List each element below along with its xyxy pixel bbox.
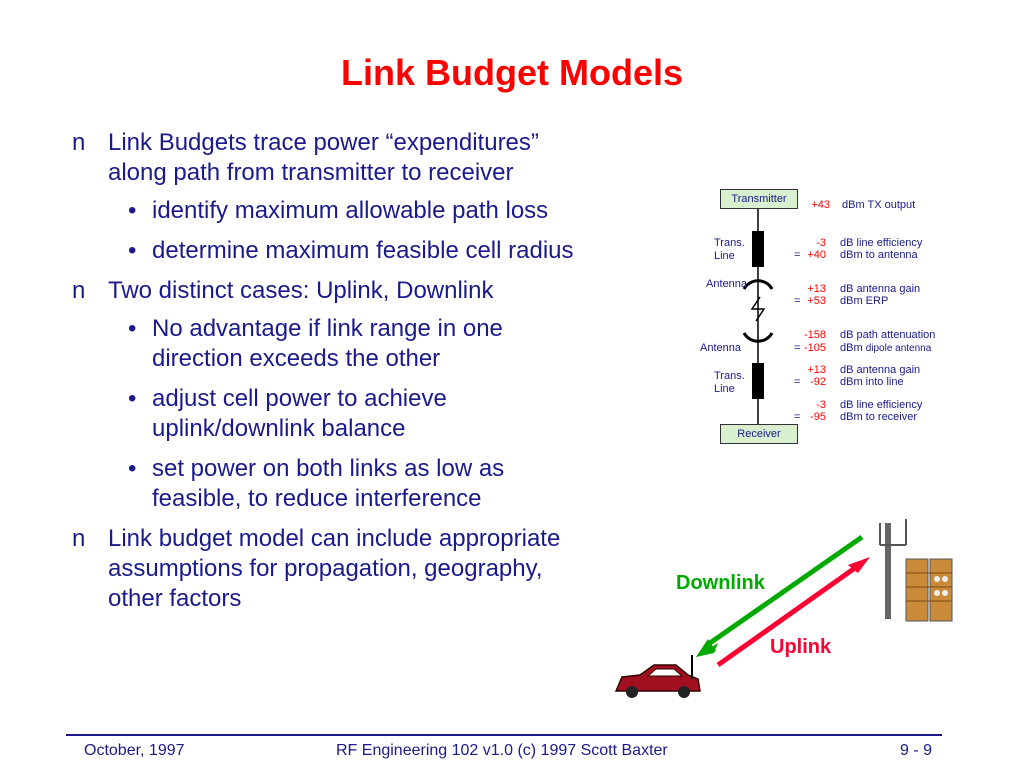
link-budget-diagram: Transmitter Receiver Trans. Line Antenna… — [690, 185, 980, 455]
dipole-unit-desc: dipole antenna — [865, 343, 932, 354]
to-receiver-value: -95 — [810, 411, 826, 423]
bullet-text: No advantage if link range in one direct… — [152, 315, 503, 372]
path-unit: dB path attenuation — [840, 329, 936, 341]
receiver-box: Receiver — [720, 424, 798, 444]
downlink-label: Downlink — [676, 572, 765, 594]
ant-gain-value: +13 — [807, 283, 826, 295]
bullet-text: identify maximum allowable path loss — [152, 197, 549, 224]
sub-bullet-item: • set power on both links as low as feasi… — [72, 454, 592, 514]
cell-tower-icon — [879, 519, 907, 619]
bullet-marker: • — [128, 455, 137, 482]
to-receiver-unit: dBm to receiver — [840, 411, 918, 423]
tx-value: +43 — [811, 199, 830, 211]
trans-line-block-top — [752, 231, 764, 267]
path-value: -158 — [803, 329, 826, 341]
bullet-item: n Two distinct cases: Uplink, Downlink — [72, 276, 592, 306]
into-line-value: -92 — [810, 376, 826, 388]
bullet-text: Link Budgets trace power “expenditures” … — [108, 129, 539, 186]
bullet-text: Link budget model can include appropriat… — [108, 525, 561, 612]
slide-title: Link Budget Models — [341, 52, 683, 93]
base-station-rack-icon — [905, 558, 953, 622]
ant-gain2-unit: dB antenna gain — [840, 364, 921, 376]
downlink-arrow-tip — [696, 643, 718, 657]
line-eff-unit: dB line efficiency — [840, 237, 923, 249]
trans-line-label: Line — [714, 383, 735, 395]
bullet-text: determine maximum feasible cell radius — [152, 237, 574, 264]
footer-page-number: 9 - 9 — [900, 742, 933, 759]
bullet-item: n Link Budgets trace power “expenditures”… — [72, 128, 592, 188]
trans-line-label: Trans. — [714, 370, 745, 382]
equals-sign: = — [794, 249, 801, 261]
bullet-list: n Link Budgets trace power “expenditures”… — [72, 128, 592, 622]
bullet-text: adjust cell power to achieve uplink/down… — [152, 385, 447, 442]
erp-value: +53 — [807, 295, 826, 307]
link-illustration — [614, 519, 953, 698]
antenna-arc-bottom — [742, 332, 774, 343]
ant-gain-unit: dB antenna gain — [840, 283, 921, 295]
trans-line-label: Trans. — [714, 237, 745, 249]
bullet-marker: n — [72, 277, 86, 304]
dipole-unit-main: dBm — [840, 342, 863, 354]
tx-unit: dBm TX output — [842, 199, 916, 211]
equals-sign: = — [794, 376, 801, 388]
bullet-item: n Link budget model can include appropria… — [72, 524, 592, 614]
uplink-arrow — [716, 560, 864, 668]
to-antenna-unit: dBm to antenna — [840, 249, 918, 261]
diagram-graphics — [742, 205, 774, 425]
bullet-marker: n — [72, 129, 86, 156]
bullet-marker: n — [72, 525, 86, 552]
antenna-label: Antenna — [706, 278, 747, 290]
bullet-marker: • — [128, 237, 137, 264]
car-icon — [614, 655, 701, 698]
trans-line-block-bottom — [752, 363, 764, 399]
line-eff-value: -3 — [816, 237, 826, 249]
equals-sign: = — [794, 411, 801, 423]
sub-bullet-item: • determine maximum feasible cell radius — [72, 236, 592, 266]
erp-unit: dBm ERP — [840, 295, 889, 307]
path-signal-icon — [750, 296, 766, 322]
dipole-unit: dBm dipole antenna — [840, 342, 931, 354]
ant-gain2-value: +13 — [807, 364, 826, 376]
bullet-marker: • — [128, 197, 137, 224]
equals-sign: = — [794, 295, 801, 307]
sub-bullet-item: • identify maximum allowable path loss — [72, 196, 592, 226]
footer-divider — [66, 734, 942, 736]
into-line-unit: dBm into line — [840, 376, 904, 388]
dipole-value: -105 — [803, 342, 826, 354]
uplink-label: Uplink — [770, 636, 832, 658]
equals-sign: = — [794, 342, 801, 354]
sub-bullet-item: • No advantage if link range in one direc… — [72, 314, 592, 374]
bullet-marker: • — [128, 385, 137, 412]
footer-date: October, 1997 — [84, 742, 185, 759]
line-eff2-unit: dB line efficiency — [840, 399, 923, 411]
bullet-text: set power on both links as low as feasib… — [152, 455, 505, 512]
bullet-text: Two distinct cases: Uplink, Downlink — [108, 277, 494, 304]
to-antenna-value: +40 — [807, 249, 826, 261]
transmitter-box: Transmitter — [720, 189, 798, 209]
downlink-arrow — [708, 534, 864, 646]
line-eff2-value: -3 — [816, 399, 826, 411]
antenna-label: Antenna — [700, 342, 741, 354]
bullet-marker: • — [128, 315, 137, 342]
uplink-arrow-tip — [848, 557, 870, 573]
sub-bullet-item: • adjust cell power to achieve uplink/dow… — [72, 384, 592, 444]
antenna-arc-top — [742, 279, 774, 290]
footer-course: RF Engineering 102 v1.0 (c) 1997 Scott B… — [336, 742, 668, 759]
trans-line-label: Line — [714, 250, 735, 262]
